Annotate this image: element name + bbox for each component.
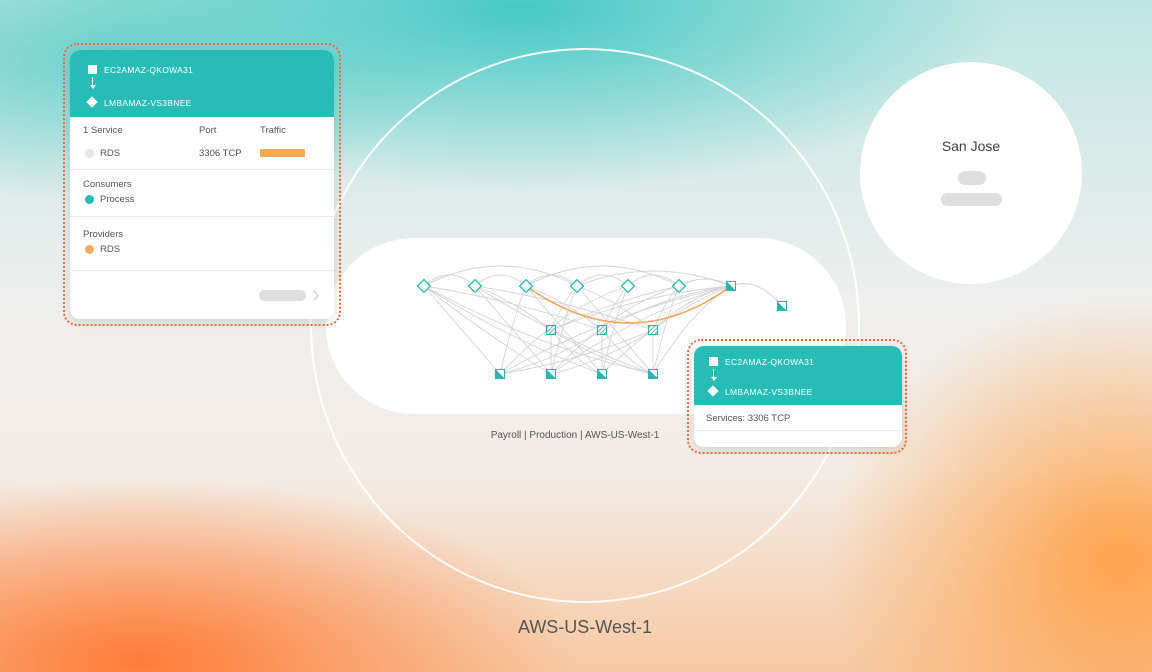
site-san-jose[interactable]: San Jose [860,62,1082,284]
flow-edge [423,265,578,287]
flow-edge [576,285,654,375]
workload-node-hatched[interactable] [647,324,659,336]
flow-edge [550,285,732,375]
workload-node-half[interactable] [494,368,506,380]
flow-summary-card[interactable]: EC2AMAZ-QKOWA31 LMBAMAZ-VS3BNEE Services… [694,346,902,447]
square-icon [88,65,97,74]
flow-edge [730,283,783,307]
flow-edge [474,285,654,375]
divider [694,430,902,431]
workload-node-half[interactable] [545,368,557,380]
flow-edge [576,270,732,287]
flow-edge [499,329,603,375]
workload-node-diamond[interactable] [467,278,483,294]
destination-workload[interactable]: LMBAMAZ-VS3BNEE [104,98,192,108]
detail-card-highlight [63,43,341,326]
mini-card-header: EC2AMAZ-QKOWA31 LMBAMAZ-VS3BNEE [694,346,902,405]
workload-node-diamond[interactable] [416,278,432,294]
arrow-head-icon [710,377,717,381]
consumers-title: Consumers [83,179,132,190]
flow-edge [678,278,732,287]
square-icon [709,357,718,366]
flow-edge [474,274,527,287]
site-title: San Jose [941,138,1001,154]
workload-node-diamond[interactable] [569,278,585,294]
flow-edge [550,329,654,375]
flow-edge [423,285,552,375]
site-placeholder-badge [958,171,986,185]
arrow-head-icon [89,85,96,89]
workload-node-half[interactable] [647,368,659,380]
service-status-dot [85,149,94,158]
flow-edge [474,285,552,375]
flow-edge [652,285,680,375]
providers-title: Providers [83,229,124,240]
traffic-header: Traffic [260,125,286,136]
chevron-right-icon[interactable] [312,290,320,301]
region-label: AWS-US-West-1 [517,617,652,637]
flow-edge [652,285,732,331]
flow-edge [499,285,527,375]
divider [70,169,334,170]
flow-edge [601,285,629,375]
workload-node-hatched[interactable] [545,324,557,336]
destination-workload[interactable]: LMBAMAZ-VS3BNEE [725,387,813,397]
provider-name[interactable]: RDS [100,244,121,255]
traffic-bar [260,149,305,157]
flow-edge [525,285,603,375]
flow-edge [550,285,680,375]
provider-dot [85,245,94,254]
port-header: Port [199,125,217,136]
flow-edge [423,285,501,375]
footer-placeholder [259,290,306,301]
flow-edge [499,285,629,375]
flow-edge [423,274,476,287]
workload-node-diamond[interactable] [518,278,534,294]
flow-edge [601,285,732,375]
diamond-icon [707,385,719,397]
source-workload[interactable]: EC2AMAZ-QKOWA31 [725,357,815,367]
flow-edge [525,274,578,287]
mini-card-highlight [687,339,907,454]
divider [70,270,334,271]
workload-node-half[interactable] [776,300,788,312]
workload-node-half[interactable] [596,368,608,380]
consumer-dot [85,195,94,204]
consumer-name[interactable]: Process [100,194,135,205]
highlighted-flow-edge[interactable] [525,285,732,324]
flow-edge [525,265,680,287]
flow-edge [550,285,680,331]
diamond-icon [86,96,98,108]
flow-edge [627,274,680,287]
flow-edge [423,285,654,375]
site-placeholder-text [941,193,1002,206]
flow-edge [576,274,629,287]
detail-card-header: EC2AMAZ-QKOWA31 LMBAMAZ-VS3BNEE [70,50,334,117]
flow-edge [550,285,732,331]
services-summary: Services: 3306 TCP [706,413,791,424]
application-label: Payroll | Production | AWS-US-West-1 [490,430,660,441]
workload-node-half[interactable] [725,280,737,292]
flow-edge [499,285,732,375]
service-name: RDS [100,148,121,159]
workload-node-hatched[interactable] [596,324,608,336]
service-count: 1 Service [83,125,123,136]
workload-node-diamond[interactable] [671,278,687,294]
divider [70,216,334,217]
service-port: 3306 TCP [199,148,242,159]
arrow-down-icon [713,369,714,378]
source-workload[interactable]: EC2AMAZ-QKOWA31 [104,65,194,75]
arrow-down-icon [92,77,93,86]
flow-detail-card[interactable]: EC2AMAZ-QKOWA31 LMBAMAZ-VS3BNEE 1 Servic… [70,50,334,319]
workload-node-diamond[interactable] [620,278,636,294]
flow-edge [474,285,552,331]
